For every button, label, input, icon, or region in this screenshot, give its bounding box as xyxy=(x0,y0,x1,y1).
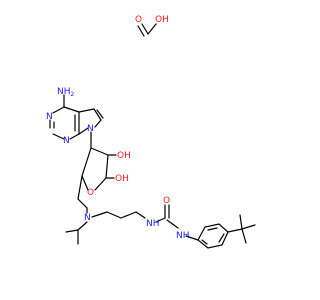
bond xyxy=(147,23,157,35)
bond xyxy=(120,211,137,219)
formic-acid: O OH xyxy=(135,15,169,37)
urea-group: NH O NH xyxy=(146,196,199,241)
ring-oxygen: O xyxy=(87,188,94,198)
bond xyxy=(93,108,102,121)
ring-nitrogen-3: N xyxy=(87,124,94,134)
formate-carbonyl-oxygen: O xyxy=(135,15,142,25)
urea-nh-2: NH xyxy=(176,231,190,241)
bond xyxy=(65,229,79,233)
bond xyxy=(141,23,149,35)
amine-label: NH2 xyxy=(57,87,75,98)
amine-linker: N xyxy=(65,207,146,245)
bond xyxy=(201,239,208,245)
urea-oxygen: O xyxy=(163,196,170,206)
tertiary-amine: N xyxy=(84,213,91,223)
bond xyxy=(81,147,92,177)
bond xyxy=(135,211,146,219)
bond xyxy=(77,175,83,200)
bond xyxy=(241,224,256,230)
bond xyxy=(77,198,88,209)
tert-butyl-group xyxy=(227,214,256,244)
bond xyxy=(185,235,199,241)
phenyl-ring xyxy=(197,223,229,249)
molecule-canvas: O OH NH2 N N N xyxy=(46,15,256,249)
structure-drawing: O OH NH2 N N N xyxy=(46,15,256,249)
bond xyxy=(63,106,80,113)
bond xyxy=(218,233,225,243)
bond xyxy=(105,154,109,179)
ring-nitrogen-1: N xyxy=(46,112,53,122)
formate-hydroxyl: OH xyxy=(155,15,169,25)
bond xyxy=(166,219,179,229)
bond xyxy=(106,211,122,219)
bond xyxy=(239,214,243,230)
bond xyxy=(52,106,65,114)
bond xyxy=(90,147,109,156)
urea-nh-1: NH xyxy=(146,219,160,229)
ring-nitrogen-2: N xyxy=(63,136,70,146)
bond xyxy=(241,228,247,244)
bond xyxy=(69,133,80,140)
bond xyxy=(137,25,145,37)
bond xyxy=(91,211,108,218)
bond xyxy=(227,228,243,233)
hydroxyl-2: OH xyxy=(117,151,131,161)
bond xyxy=(81,175,89,191)
bond xyxy=(155,217,166,223)
ribose-ring: OH OH O xyxy=(77,147,131,209)
hydroxyl-3: OH xyxy=(115,174,129,184)
bond xyxy=(77,221,88,231)
bond xyxy=(78,108,95,113)
bond xyxy=(207,227,218,231)
bond xyxy=(52,133,65,140)
bond xyxy=(96,109,104,119)
bond xyxy=(94,119,102,128)
bond xyxy=(78,127,89,135)
pyrrolopyrimidine-ring: NH2 N N N xyxy=(46,87,104,149)
bond xyxy=(197,223,229,249)
bond xyxy=(94,177,107,191)
